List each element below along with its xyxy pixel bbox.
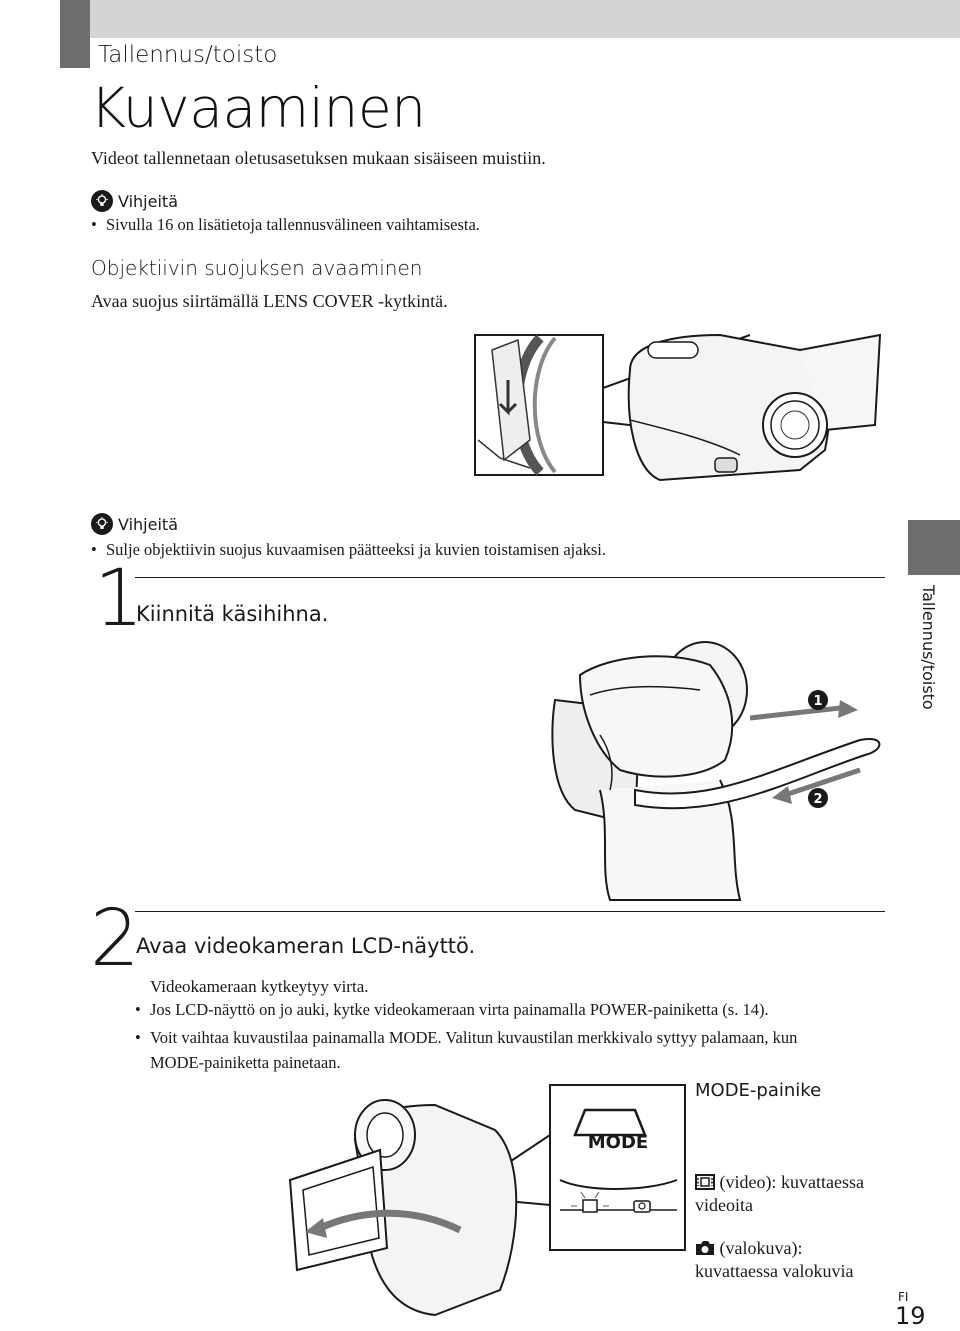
section-title: Tallennus/toisto	[98, 42, 278, 68]
step-number: 1	[94, 554, 144, 644]
tip-heading: Vihjeitä	[91, 513, 178, 535]
tip-icon	[91, 190, 113, 212]
lens-cover-text: Avaa suojus siirtämällä LENS COVER -kytk…	[91, 291, 448, 311]
tip-label: Vihjeitä	[118, 514, 178, 534]
step-title: Avaa videokameran LCD-näyttö.	[136, 934, 476, 958]
step-title: Kiinnitä käsihihna.	[136, 602, 329, 626]
photo-mode-label: (valokuva): kuvattaessa valokuvia	[695, 1238, 854, 1281]
side-tab-label: Tallennus/toisto	[919, 585, 938, 710]
hand-strap-illustration: 1 2	[551, 641, 881, 901]
mode-button-label: MODE-painike	[695, 1080, 822, 1101]
film-icon	[695, 1174, 715, 1190]
mode-button-text: MODE	[588, 1132, 648, 1153]
tip-heading: Vihjeitä	[91, 190, 178, 212]
header-tab-block	[60, 0, 90, 68]
tip-bullet: Sivulla 16 on lisätietoja tallennusvälin…	[91, 215, 480, 235]
step-bullet: Voit vaihtaa kuvaustilaa painamalla MODE…	[135, 1025, 895, 1075]
marker-2: 2	[813, 792, 822, 807]
tip-icon	[91, 513, 113, 535]
intro-text: Videot tallennetaan oletusasetuksen muka…	[91, 148, 546, 168]
step-divider	[135, 911, 885, 912]
step-divider	[135, 577, 885, 578]
step-number: 2	[90, 894, 140, 984]
video-mode-label: (video): kuvattaessa videoita	[695, 1172, 864, 1215]
lcd-open-illustration: MODE	[288, 1084, 686, 1317]
page-title: Kuvaaminen	[90, 76, 426, 140]
step-bullet: Jos LCD-näyttö on jo auki, kytke videoka…	[135, 1000, 769, 1020]
camera-icon	[696, 1241, 714, 1255]
tip-bullet: Sulje objektiivin suojus kuvaamisen päät…	[91, 540, 606, 560]
tip-label: Vihjeitä	[118, 191, 178, 211]
lens-cover-illustration	[474, 333, 882, 482]
page-number: 19	[895, 1302, 926, 1330]
lens-cover-heading: Objektiivin suojuksen avaaminen	[91, 256, 423, 280]
side-tab	[908, 520, 960, 575]
language-code: FI	[898, 1290, 909, 1304]
marker-1: 1	[813, 694, 822, 709]
step-text: Videokameraan kytkeytyy virta.	[150, 977, 369, 996]
header-bar	[60, 0, 960, 38]
